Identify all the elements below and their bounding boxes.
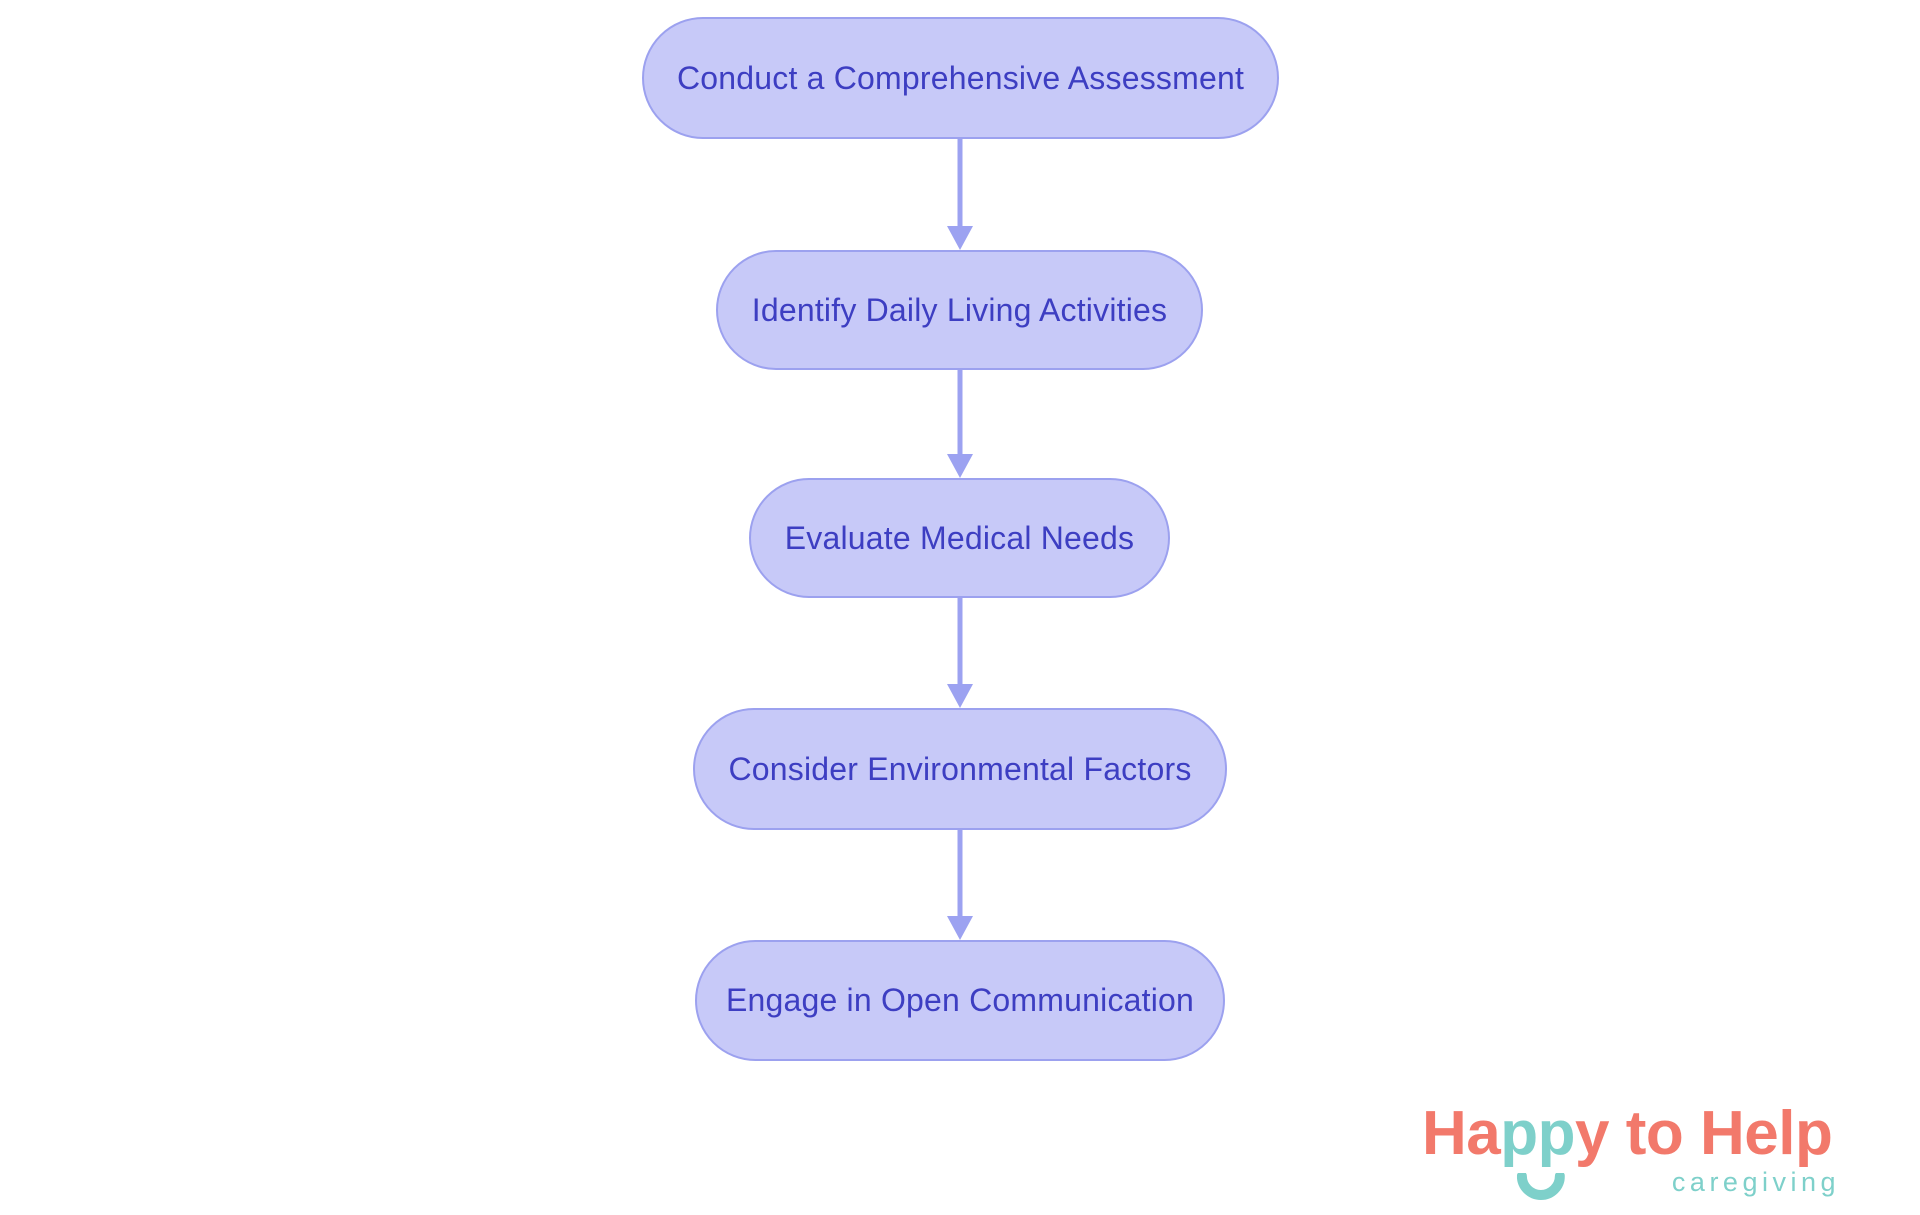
- arrow-stem: [957, 139, 963, 229]
- flow-arrow-step1-step2: [947, 139, 973, 250]
- flow-node-label: Consider Environmental Factors: [728, 750, 1192, 787]
- flow-node-label: Identify Daily Living Activities: [751, 291, 1168, 328]
- flow-node-evaluate-medical-needs: Evaluate Medical Needs: [749, 478, 1170, 598]
- arrow-stem: [957, 598, 963, 687]
- arrow-down-icon: [947, 226, 973, 250]
- wordmark-segment-pp: pp: [1500, 1103, 1576, 1200]
- arrow-stem: [957, 370, 963, 457]
- flow-arrow-step4-step5: [947, 830, 973, 940]
- brand-tagline: caregiving: [1671, 1167, 1840, 1197]
- flow-node-conduct-assessment: Conduct a Comprehensive Assessment: [642, 17, 1279, 139]
- flow-arrow-step2-step3: [947, 370, 973, 478]
- arrow-stem: [957, 830, 963, 919]
- wordmark-segment-ha: Ha: [1422, 1099, 1501, 1168]
- flow-arrow-step3-step4: [947, 598, 973, 708]
- arrow-down-icon: [947, 684, 973, 708]
- flow-node-open-communication: Engage in Open Communication: [695, 940, 1225, 1061]
- arrow-down-icon: [947, 916, 973, 940]
- wordmark-segment-to-help: to Help: [1609, 1099, 1833, 1168]
- flow-node-label: Conduct a Comprehensive Assessment: [676, 59, 1245, 96]
- wordmark-segment-y: y: [1575, 1099, 1609, 1168]
- flow-node-label: Engage in Open Communication: [725, 982, 1195, 1018]
- smile-icon: [1516, 1173, 1565, 1200]
- flow-node-identify-activities: Identify Daily Living Activities: [716, 250, 1203, 370]
- wordmark-pp-letters: pp: [1500, 1099, 1576, 1168]
- arrow-down-icon: [947, 454, 973, 478]
- flow-node-label: Evaluate Medical Needs: [784, 519, 1135, 556]
- flow-node-environmental-factors: Consider Environmental Factors: [693, 708, 1227, 830]
